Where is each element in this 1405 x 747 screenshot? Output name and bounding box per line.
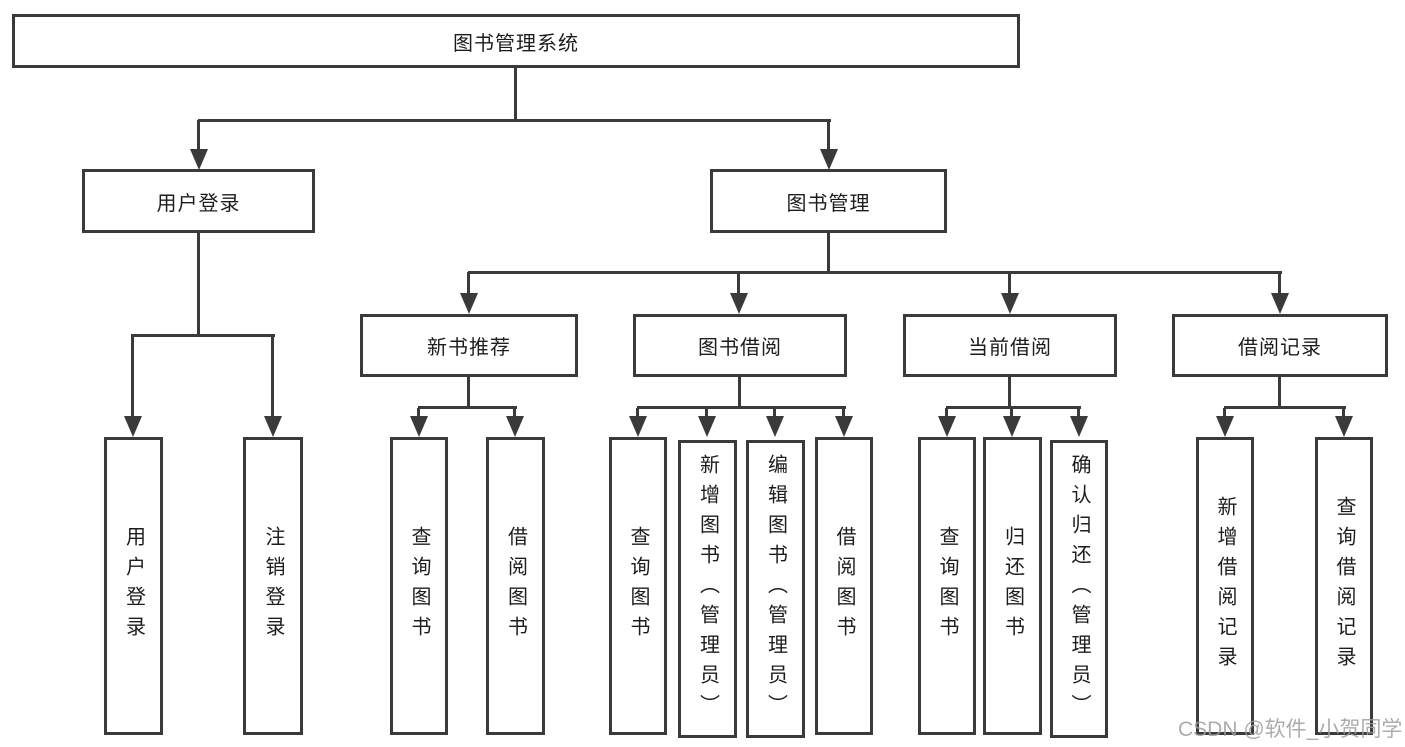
node-book-borrow: 图书借阅 bbox=[633, 314, 847, 377]
leaf-add-books-admin-label: 新增图书（管理员） bbox=[696, 454, 719, 724]
node-root-label: 图书管理系统 bbox=[453, 32, 579, 55]
connector-line bbox=[131, 334, 275, 337]
connector-arrow bbox=[1216, 408, 1234, 437]
node-book-borrow-label: 图书借阅 bbox=[698, 337, 782, 359]
node-user-login: 用户登录 bbox=[82, 169, 315, 233]
arrow-down-icon bbox=[190, 149, 208, 170]
leaf-query-borrow-record-label: 查询借阅记录 bbox=[1333, 496, 1355, 676]
arrow-down-icon bbox=[506, 416, 524, 437]
node-book-management: 图书管理 bbox=[710, 169, 947, 233]
connector-line bbox=[468, 271, 1282, 274]
node-user-login-label: 用户登录 bbox=[156, 192, 241, 215]
leaf-query-books-borrow-label: 查询图书 bbox=[627, 526, 649, 646]
connector-line bbox=[198, 119, 831, 122]
arrow-down-icon bbox=[1216, 416, 1234, 437]
connector-line bbox=[197, 232, 200, 336]
connector-arrow bbox=[698, 408, 716, 437]
arrow-down-icon bbox=[629, 416, 647, 437]
connector-arrow bbox=[506, 408, 524, 437]
connector-line bbox=[1224, 406, 1346, 409]
connector-arrow bbox=[1271, 272, 1289, 314]
arrow-down-icon bbox=[730, 293, 748, 314]
arrow-down-icon bbox=[835, 416, 853, 437]
leaf-logout: 注销登录 bbox=[243, 437, 303, 735]
leaf-add-borrow-record: 新增借阅记录 bbox=[1196, 437, 1254, 735]
leaf-query-books-current-label: 查询图书 bbox=[936, 526, 958, 646]
leaf-confirm-return-admin: 确认归还（管理员） bbox=[1050, 440, 1108, 738]
leaf-query-borrow-record: 查询借阅记录 bbox=[1315, 437, 1373, 735]
leaf-logout-label: 注销登录 bbox=[262, 526, 284, 646]
connector-arrow bbox=[1070, 408, 1088, 437]
connector-arrow bbox=[730, 272, 748, 314]
arrow-down-icon bbox=[1001, 293, 1019, 314]
leaf-query-books-borrow: 查询图书 bbox=[609, 437, 667, 735]
leaf-add-borrow-record-label: 新增借阅记录 bbox=[1214, 496, 1236, 676]
connector-arrow bbox=[629, 408, 647, 437]
leaf-borrow-books-recommend: 借阅图书 bbox=[486, 437, 545, 735]
node-new-book-recommend: 新书推荐 bbox=[360, 314, 578, 377]
leaf-return-books: 归还图书 bbox=[983, 437, 1042, 735]
arrow-down-icon bbox=[938, 416, 956, 437]
arrow-down-icon bbox=[460, 293, 478, 314]
connector-line bbox=[1278, 376, 1281, 409]
arrow-down-icon bbox=[1335, 416, 1353, 437]
node-borrow-records-label: 借阅记录 bbox=[1238, 337, 1322, 359]
connector-line bbox=[1008, 376, 1011, 409]
leaf-query-books-recommend: 查询图书 bbox=[390, 437, 448, 735]
leaf-query-books-recommend-label: 查询图书 bbox=[408, 526, 430, 646]
connector-arrow bbox=[820, 120, 838, 170]
node-root: 图书管理系统 bbox=[12, 14, 1020, 68]
leaf-query-books-current: 查询图书 bbox=[918, 437, 976, 735]
arrow-down-icon bbox=[820, 149, 838, 170]
arrow-down-icon bbox=[766, 416, 784, 437]
leaf-return-books-label: 归还图书 bbox=[1001, 526, 1024, 646]
leaf-edit-books-admin-label: 编辑图书（管理员） bbox=[764, 454, 787, 724]
connector-arrow bbox=[835, 408, 853, 437]
connector-line bbox=[467, 376, 470, 409]
connector-arrow bbox=[1001, 272, 1019, 314]
csdn-watermark: CSDN @软件_小贺同学 bbox=[1178, 718, 1403, 741]
connector-line bbox=[514, 67, 517, 121]
leaf-edit-books-admin: 编辑图书（管理员） bbox=[746, 440, 805, 738]
connector-arrow bbox=[460, 272, 478, 314]
connector-line bbox=[637, 406, 846, 409]
connector-arrow bbox=[766, 408, 784, 437]
leaf-user-login-label: 用户登录 bbox=[122, 526, 145, 646]
leaf-borrow-books-recommend-label: 借阅图书 bbox=[504, 526, 527, 646]
leaf-borrow-books-label: 借阅图书 bbox=[833, 526, 855, 646]
connector-line bbox=[827, 232, 830, 274]
leaf-confirm-return-admin-label: 确认归还（管理员） bbox=[1068, 454, 1090, 724]
connector-arrow bbox=[1335, 408, 1353, 437]
connector-line bbox=[946, 406, 1081, 409]
connector-line bbox=[738, 376, 741, 409]
node-current-borrow-label: 当前借阅 bbox=[968, 337, 1052, 359]
node-new-book-recommend-label: 新书推荐 bbox=[427, 337, 511, 359]
connector-arrow bbox=[124, 336, 142, 437]
connector-arrow bbox=[410, 408, 428, 437]
connector-arrow bbox=[190, 120, 208, 170]
arrow-down-icon bbox=[698, 416, 716, 437]
arrow-down-icon bbox=[1271, 293, 1289, 314]
connector-line bbox=[418, 406, 517, 409]
leaf-add-books-admin: 新增图书（管理员） bbox=[678, 440, 737, 738]
node-current-borrow: 当前借阅 bbox=[903, 314, 1117, 377]
connector-arrow bbox=[1003, 408, 1021, 437]
node-borrow-records: 借阅记录 bbox=[1172, 314, 1388, 377]
leaf-borrow-books: 借阅图书 bbox=[815, 437, 873, 735]
arrow-down-icon bbox=[264, 416, 282, 437]
arrow-down-icon bbox=[1003, 416, 1021, 437]
arrow-down-icon bbox=[410, 416, 428, 437]
connector-arrow bbox=[264, 336, 282, 437]
arrow-down-icon bbox=[124, 416, 142, 437]
arrow-down-icon bbox=[1070, 416, 1088, 437]
connector-arrow bbox=[938, 408, 956, 437]
node-book-management-label: 图书管理 bbox=[786, 192, 871, 215]
leaf-user-login: 用户登录 bbox=[104, 437, 163, 735]
